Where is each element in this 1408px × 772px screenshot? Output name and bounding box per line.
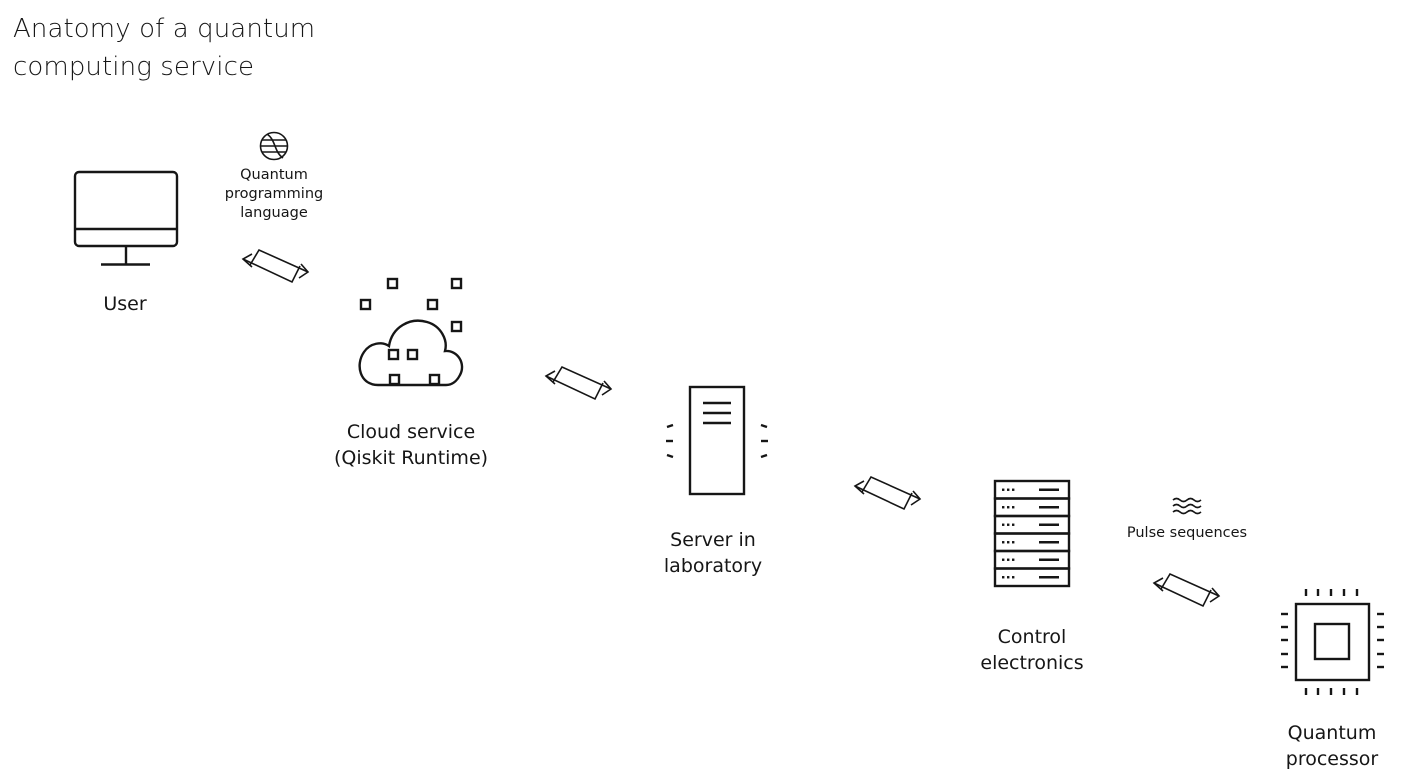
globe-icon (259, 131, 289, 161)
server-icon (666, 385, 768, 496)
node-label-server: Server in laboratory (663, 529, 763, 577)
cloud-icon (358, 277, 464, 387)
exchange-arrows-icon (241, 248, 310, 284)
chip-icon (1281, 589, 1384, 695)
node-label-cloud: Cloud service (Qiskit Runtime) (333, 421, 489, 469)
exchange-arrows-icon (544, 365, 613, 401)
rack-icon (993, 479, 1071, 588)
annotation-label-pulses: Pulse sequences (1126, 525, 1248, 541)
node-label-control: Control electronics (980, 626, 1084, 674)
title-line-1: Anatomy of a quantum (13, 14, 316, 44)
monitor-icon (73, 170, 179, 266)
wave-icon (1172, 497, 1202, 515)
annotation-label-language: Quantum programming language (224, 167, 324, 221)
page-title: Anatomy of a quantum computing service (13, 10, 315, 86)
exchange-arrows-icon (1152, 572, 1221, 608)
node-label-user: User (103, 293, 147, 315)
node-label-qpu: Quantum processor (1285, 722, 1379, 770)
exchange-arrows-icon (853, 475, 922, 511)
title-line-2: computing service (13, 52, 255, 82)
